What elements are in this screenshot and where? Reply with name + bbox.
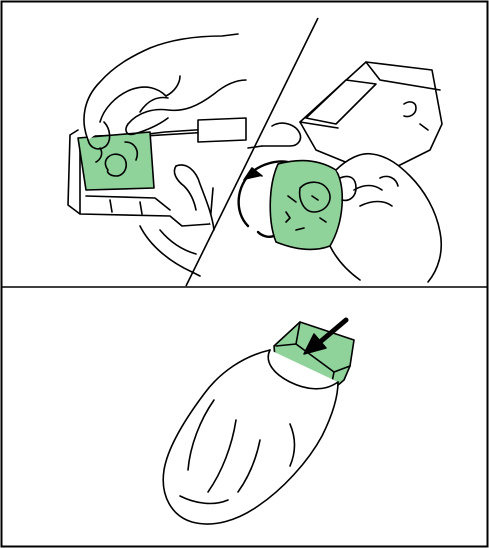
green-sheet-roll: [270, 161, 342, 250]
green-cover-sheet: [78, 132, 154, 190]
